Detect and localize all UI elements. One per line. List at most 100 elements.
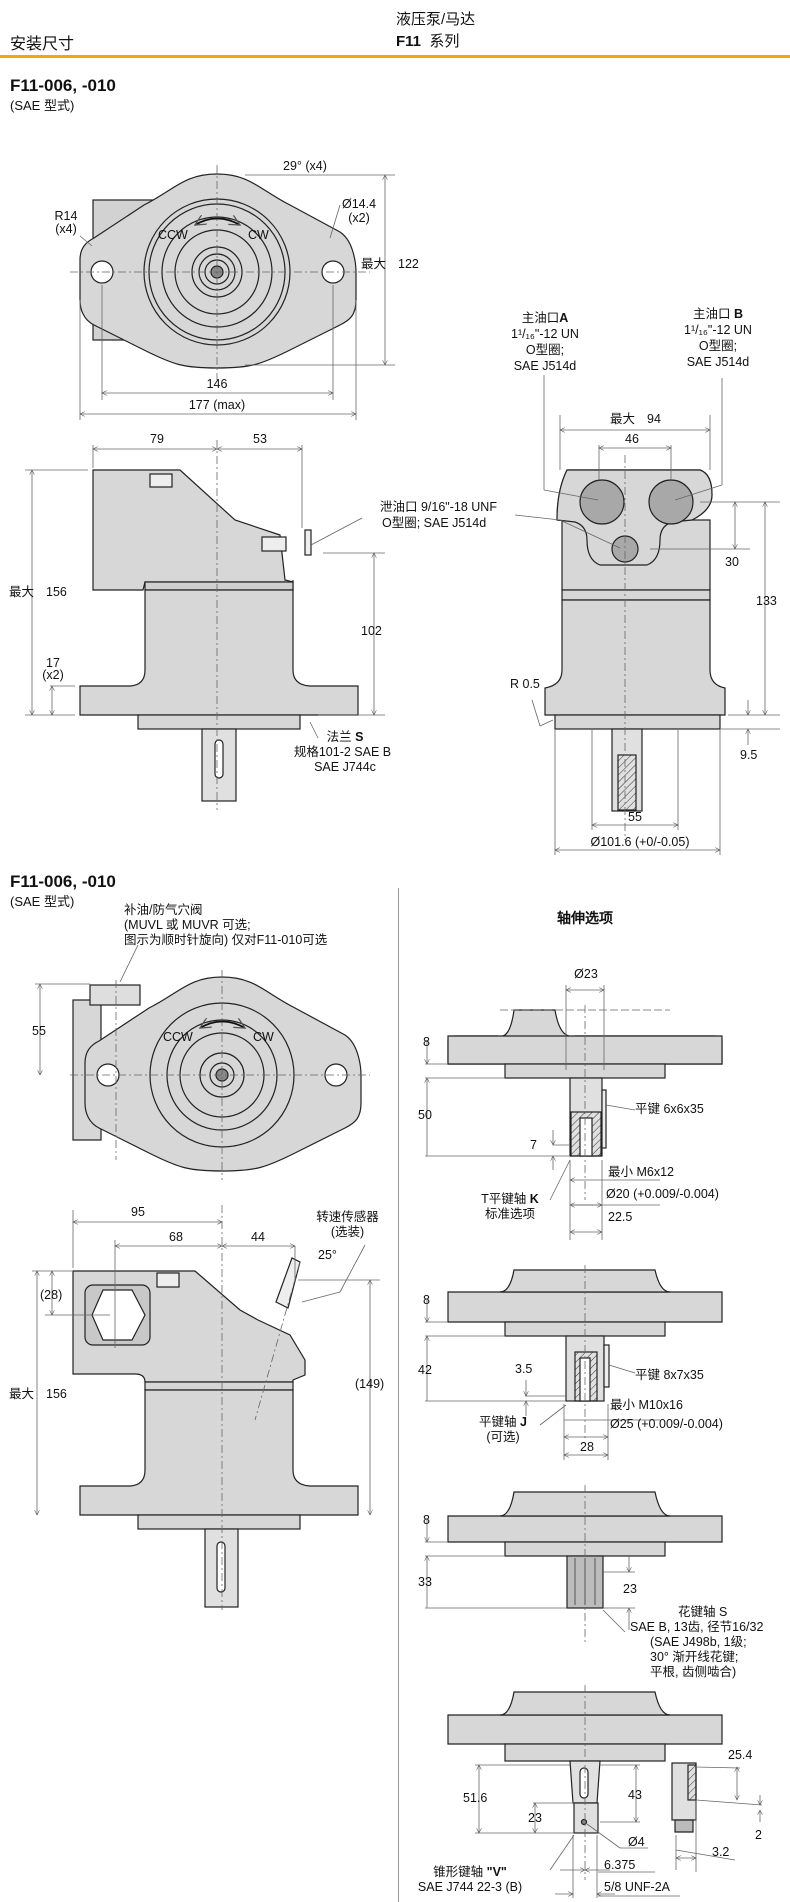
shaft-j-flange-dim: 8 bbox=[423, 1293, 430, 1307]
side2-height-prefix: 最大 bbox=[9, 1387, 35, 1401]
shaft-j-dia: Ø25 (+0.009/-0.004) bbox=[610, 1417, 723, 1431]
shaft-k-note: 标准选项 bbox=[484, 1207, 535, 1221]
shaft-s-desc-1: SAE B, 13齿, 径节16/32 bbox=[630, 1620, 764, 1634]
section1-subtitle: (SAE 型式) bbox=[10, 98, 75, 113]
max-height-prefix: 最大 bbox=[361, 257, 387, 271]
flange-label-cn: 法兰 bbox=[326, 730, 352, 744]
port-b-title-cn: 主油口 bbox=[692, 307, 731, 321]
sensor-label-line2: (选装) bbox=[330, 1225, 365, 1239]
port-b-std: SAE J514d bbox=[686, 355, 750, 369]
shaft-options-title: 轴伸选项 bbox=[557, 910, 613, 926]
shaft-k-dia: Ø20 (+0.009/-0.004) bbox=[606, 1187, 719, 1201]
shaft-s-name: 花键轴 S bbox=[678, 1605, 728, 1619]
shaft-j-name: 平键轴 J bbox=[468, 1415, 538, 1430]
shaft-j-key-width: 28 bbox=[580, 1440, 594, 1454]
bolt-span: 55 bbox=[628, 810, 642, 824]
dim-79: 79 bbox=[150, 432, 164, 446]
side-view-2 bbox=[72, 1257, 359, 1608]
rotation-ccw-label-2: CCW bbox=[163, 1030, 193, 1044]
section2-subtitle: (SAE 型式) bbox=[10, 894, 75, 909]
shaft-k-name-cn: T平键轴 bbox=[481, 1192, 527, 1206]
rotation-cw-label: CW bbox=[248, 228, 269, 242]
shaft-j-name-cn: 平键轴 bbox=[479, 1415, 517, 1429]
drain-height: 102 bbox=[361, 624, 382, 638]
front-view-2-dims bbox=[35, 944, 370, 1180]
rotation-cw-label-2: CW bbox=[253, 1030, 274, 1044]
rotation-ccw-label: CCW bbox=[158, 228, 188, 242]
dim-68: 68 bbox=[169, 1230, 183, 1244]
shaft-option-k-dims bbox=[425, 985, 670, 1240]
shaft-v-key-h: 2 bbox=[755, 1828, 762, 1842]
side-view-2-dims bbox=[32, 1205, 380, 1610]
dim-28: (28) bbox=[40, 1288, 63, 1302]
shaft-option-s-dims bbox=[425, 1485, 635, 1645]
valve-note-line3: 图示为顺时针旋向) 仅对F11-010可选 bbox=[124, 933, 328, 947]
shaft-s-desc-3: 30° 渐开线花键; bbox=[650, 1650, 739, 1664]
hole-spacing-label: 146 bbox=[206, 377, 228, 391]
dim-53: 53 bbox=[253, 432, 267, 446]
flange-label-line1: 法兰 S bbox=[290, 730, 400, 745]
side-view-1-dims bbox=[25, 440, 385, 810]
max-height-value: 122 bbox=[398, 257, 419, 271]
series-label: 系列 bbox=[429, 33, 460, 50]
pilot-length: 9.5 bbox=[740, 748, 758, 762]
page-section-title: 安装尺寸 bbox=[10, 36, 75, 53]
shaft-v-length: 51.6 bbox=[463, 1791, 488, 1805]
product-series: F11 系列 bbox=[396, 30, 459, 51]
shaft-v-name: 锥形键轴 "V" bbox=[400, 1865, 540, 1880]
side-height-prefix: 最大 bbox=[9, 585, 35, 599]
shaft-v-key-w: 3.2 bbox=[712, 1845, 730, 1859]
radius-count-label: (x4) bbox=[55, 222, 77, 236]
port-b-oring: O型圈; bbox=[698, 339, 738, 353]
shaft-v-thread-len: 23 bbox=[528, 1811, 542, 1825]
shaft-v-std: SAE J744 22-3 (B) bbox=[417, 1880, 523, 1894]
shaft-v-name-cn: 锥形键轴 bbox=[433, 1865, 484, 1879]
sensor-label-line1: 转速传感器 bbox=[316, 1210, 379, 1224]
port-view-height: 133 bbox=[756, 594, 777, 608]
shaft-k-code: K bbox=[529, 1192, 539, 1206]
shaft-j-thread: 最小 M10x16 bbox=[610, 1398, 683, 1412]
valve-note-line2: (MUVL 或 MUVR 可选; bbox=[124, 918, 251, 932]
port-a-thread: 1¹/₁₆"-12 UN bbox=[511, 327, 579, 341]
port-a-oring: O型圈; bbox=[525, 343, 565, 357]
column-divider bbox=[398, 888, 399, 1902]
flange-label-line3: SAE J744c bbox=[314, 760, 376, 774]
side-view-1 bbox=[79, 469, 359, 802]
shaft-option-v-dims bbox=[475, 1685, 762, 1898]
drain-port-line2: O型圈; SAE J514d bbox=[382, 516, 487, 530]
shaft-j-length: 42 bbox=[418, 1363, 432, 1377]
hole-dia-label: Ø14.4 bbox=[341, 197, 377, 211]
shaft-option-k bbox=[447, 1009, 723, 1157]
port-width-prefix: 最大 bbox=[610, 412, 636, 426]
drain-offset: 30 bbox=[725, 555, 739, 569]
shaft-j-note: (可选) bbox=[486, 1430, 520, 1444]
series-code: F11 bbox=[396, 33, 422, 50]
port-width-value: 94 bbox=[647, 412, 661, 426]
port-a-title-cn: 主油口 bbox=[521, 311, 560, 325]
port-b-title: 主油口 B bbox=[668, 307, 768, 322]
section1-title: F11-006, -010 bbox=[10, 76, 116, 95]
port-a-title: 主油口A bbox=[495, 311, 595, 326]
flange-label-line2: 规格101-2 SAE B bbox=[293, 745, 392, 759]
port-a-code: A bbox=[559, 311, 569, 325]
flange-thickness: 17 bbox=[46, 656, 60, 670]
shaft-option-j-dims bbox=[425, 1265, 660, 1460]
shaft-j-key: 平键 8x7x35 bbox=[635, 1368, 704, 1382]
header-divider bbox=[0, 55, 790, 58]
valve-height: 55 bbox=[32, 1024, 46, 1038]
angle-label: 29° (x4) bbox=[283, 159, 327, 173]
front-view-1 bbox=[79, 173, 357, 369]
port-spacing: 46 bbox=[625, 432, 639, 446]
pilot-diameter: Ø101.6 (+0/-0.05) bbox=[590, 835, 690, 849]
shaft-v-dim-6375: 6.375 bbox=[604, 1858, 636, 1872]
shaft-k-thread: 最小 M6x12 bbox=[608, 1165, 674, 1179]
flange-thickness-count: (x2) bbox=[42, 668, 64, 682]
shaft-v-code: "V" bbox=[486, 1865, 507, 1879]
shaft-v-key-len: 25.4 bbox=[728, 1748, 753, 1762]
shaft-k-dia-top: Ø23 bbox=[574, 967, 598, 981]
shaft-k-length: 50 bbox=[418, 1108, 432, 1122]
shaft-k-key: 平键 6x6x35 bbox=[635, 1102, 704, 1116]
shaft-j-end-dim: 3.5 bbox=[515, 1362, 533, 1376]
shaft-k-name: T平键轴 K bbox=[470, 1192, 550, 1207]
